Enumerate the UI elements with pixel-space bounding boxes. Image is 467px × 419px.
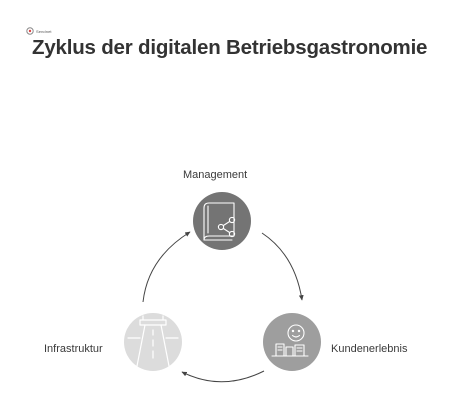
logo-icon: [26, 27, 34, 35]
arrow-management-to-kundenerlebnis: [261, 232, 304, 301]
node-label-management: Management: [183, 169, 248, 181]
brand-logo: Sendnet: [26, 25, 52, 37]
node-kundenerlebnis: [263, 313, 321, 371]
road-gate-icon: [127, 315, 179, 367]
arrow-infrastruktur-to-management: [142, 231, 191, 303]
page-title: Zyklus der digitalen Betriebsgastronomie: [32, 36, 428, 59]
logo-text: Sendnet: [36, 28, 52, 34]
kundenerlebnis-circle: [263, 313, 321, 371]
node-label-infrastruktur: Infrastruktur: [44, 343, 103, 355]
management-circle: [193, 192, 251, 250]
node-label-kundenerlebnis: Kundenerlebnis: [331, 343, 408, 355]
book-share-icon: [203, 202, 236, 241]
arrow-kundenerlebnis-to-infrastruktur: [181, 370, 265, 383]
node-infrastruktur: [124, 313, 182, 371]
smiley-buildings-icon: [271, 324, 309, 357]
node-management: [193, 192, 251, 250]
